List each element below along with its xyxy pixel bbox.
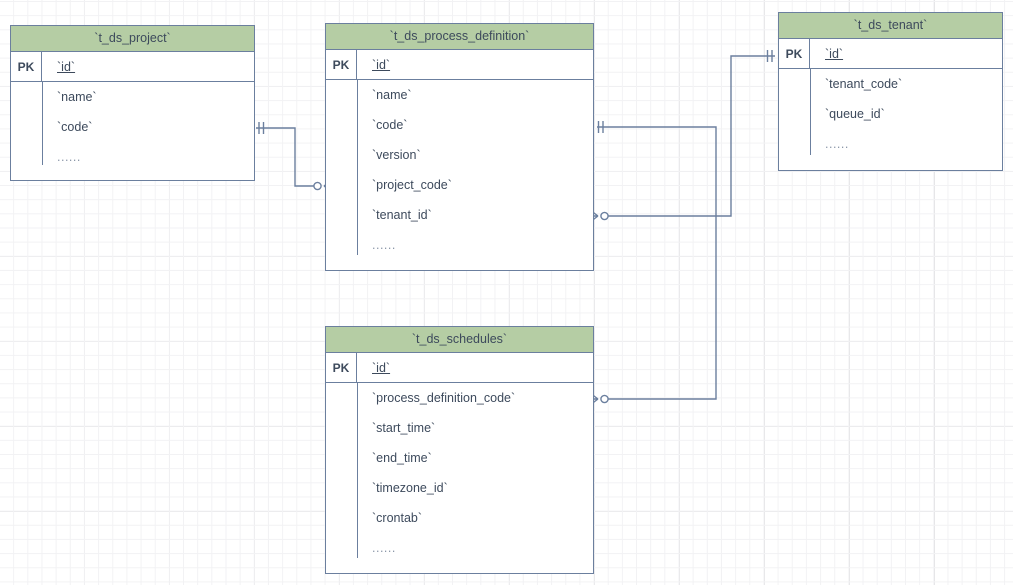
attribute-row: `start_time` [372,421,436,435]
attribute-list: `name` `code` ...... [11,82,254,180]
pk-field-name: `id` [57,59,76,74]
attribute-row: `name` [372,88,412,102]
primary-key-row: PK `id` [779,39,1002,69]
attribute-row: `tenant_code` [825,77,903,91]
column-divider [357,383,358,558]
pk-field-name: `id` [372,360,391,375]
attribute-row: `code` [372,118,408,132]
pk-badge: PK [326,50,357,79]
attribute-row: `end_time` [372,451,432,465]
entity-t-ds-process-definition[interactable]: `t_ds_process_definition` PK `id` `name`… [325,23,594,271]
entity-t-ds-tenant[interactable]: `t_ds_tenant` PK `id` `tenant_code` `que… [778,12,1003,171]
entity-t-ds-schedules[interactable]: `t_ds_schedules` PK `id` `process_defini… [325,326,594,574]
entity-title: `t_ds_project` [11,26,254,52]
pk-field-name: `id` [372,57,391,72]
attribute-row-ellipsis: ...... [825,137,849,151]
attribute-row: `queue_id` [825,107,885,121]
column-divider [810,69,811,155]
attribute-row: `tenant_id` [372,208,432,222]
attribute-row: `timezone_id` [372,481,448,495]
attribute-row: `process_definition_code` [372,391,516,405]
attribute-row-ellipsis: ...... [57,150,81,164]
primary-key-row: PK `id` [326,50,593,80]
primary-key-row: PK `id` [11,52,254,82]
attribute-row: `name` [57,90,97,104]
pk-badge: PK [779,39,810,68]
entity-title: `t_ds_schedules` [326,327,593,353]
attribute-row-ellipsis: ...... [372,238,396,252]
entity-title: `t_ds_tenant` [779,13,1002,39]
attribute-row-ellipsis: ...... [372,541,396,555]
attribute-row: `project_code` [372,178,452,192]
attribute-list: `process_definition_code` `start_time` `… [326,383,593,573]
entity-title: `t_ds_process_definition` [326,24,593,50]
attribute-row: `version` [372,148,421,162]
attribute-list: `tenant_code` `queue_id` ...... [779,69,1002,170]
pk-badge: PK [326,353,357,382]
attribute-row: `crontab` [372,511,423,525]
column-divider [42,82,43,165]
pk-badge: PK [11,52,42,81]
column-divider [357,80,358,255]
primary-key-row: PK `id` [326,353,593,383]
attribute-row: `code` [57,120,93,134]
entity-t-ds-project[interactable]: `t_ds_project` PK `id` `name` `code` ...… [10,25,255,181]
attribute-list: `name` `code` `version` `project_code` `… [326,80,593,270]
pk-field-name: `id` [825,46,844,61]
